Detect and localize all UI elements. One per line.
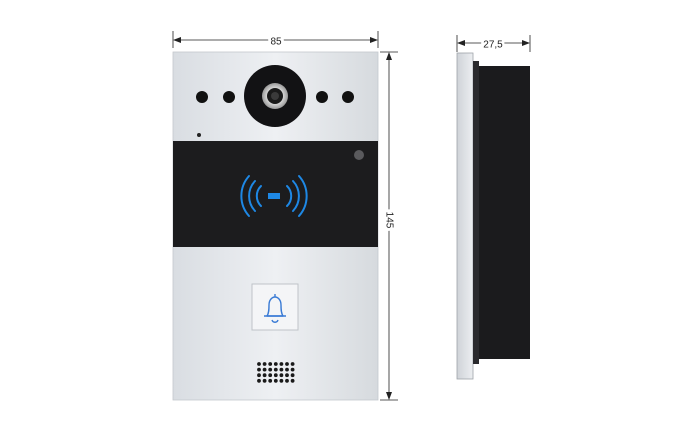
ir-led-icon xyxy=(342,91,354,103)
speaker-hole xyxy=(285,367,289,372)
speaker-hole xyxy=(285,378,289,383)
width-dimension xyxy=(172,31,379,48)
speaker-hole xyxy=(268,373,273,378)
speaker-hole xyxy=(257,378,261,383)
height-label: 145 xyxy=(383,212,394,229)
rfid-signal-icon xyxy=(240,175,308,217)
side-housing-lip xyxy=(473,61,479,364)
depth-dimension xyxy=(456,35,531,52)
speaker-hole xyxy=(268,367,273,372)
ir-led-icon xyxy=(196,91,208,103)
speaker-hole xyxy=(257,367,261,372)
speaker-hole xyxy=(290,378,295,383)
camera-lens-icon xyxy=(244,65,306,127)
width-label: 85 xyxy=(270,37,282,48)
ir-led-icon xyxy=(223,91,235,103)
height-dimension xyxy=(380,51,398,401)
speaker-hole xyxy=(262,378,267,383)
speaker-hole xyxy=(279,373,284,378)
camera-section xyxy=(196,65,354,137)
side-faceplate xyxy=(456,52,474,380)
speaker-hole xyxy=(290,362,295,366)
speaker-hole xyxy=(285,373,289,378)
light-sensor-icon xyxy=(354,150,364,160)
speaker-hole xyxy=(273,373,278,378)
speaker-hole xyxy=(273,362,278,366)
microphone-hole-icon xyxy=(197,133,201,137)
speaker-hole xyxy=(257,373,261,378)
speaker-hole xyxy=(279,362,284,366)
call-button[interactable] xyxy=(251,283,299,331)
speaker-hole xyxy=(257,362,261,366)
side-view: 27,5 xyxy=(456,35,531,380)
speaker-hole xyxy=(290,373,295,378)
speaker-hole xyxy=(262,373,267,378)
speaker-hole xyxy=(290,367,295,372)
depth-label: 27,5 xyxy=(483,40,503,51)
speaker-hole xyxy=(273,367,278,372)
speaker-hole xyxy=(262,367,267,372)
speaker-hole xyxy=(262,362,267,366)
speaker-hole xyxy=(285,362,289,366)
speaker-hole xyxy=(268,378,273,383)
speaker-hole xyxy=(268,362,273,366)
speaker-hole xyxy=(279,367,284,372)
bell-icon xyxy=(264,294,286,323)
speaker-grille-icon xyxy=(257,362,295,383)
side-housing xyxy=(473,66,530,359)
front-view: 85 xyxy=(172,31,398,401)
speaker-hole xyxy=(279,378,284,383)
speaker-hole xyxy=(273,378,278,383)
ir-led-icon xyxy=(316,91,328,103)
